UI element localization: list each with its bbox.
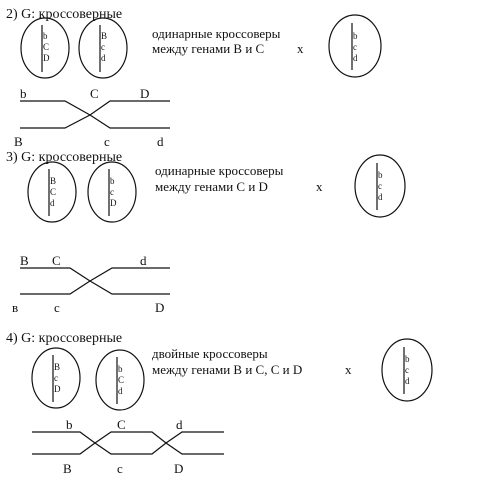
cell-outline <box>354 154 406 218</box>
section-3-parent-cell: b c d <box>354 154 406 218</box>
section-2-gamete-1: b C D <box>20 17 70 79</box>
gene-label: C <box>90 86 99 101</box>
allele: b <box>118 364 123 374</box>
section-3-cross-sign: x <box>316 179 323 194</box>
section-4-crossover: b C d B c D <box>32 417 224 476</box>
allele: b <box>110 176 115 186</box>
allele: B <box>54 362 60 372</box>
gene-label: b <box>20 86 27 101</box>
gene-label: d <box>157 134 164 149</box>
section-2-desc-line2: между генами B и C <box>152 41 264 56</box>
gene-label: D <box>174 461 183 476</box>
allele: c <box>54 373 58 383</box>
section-2-crossover: b C D B c d <box>14 86 170 149</box>
allele: b <box>353 31 358 41</box>
allele: D <box>54 384 61 394</box>
gene-label: c <box>54 300 60 315</box>
section-3-gamete-2: b c D <box>87 161 137 223</box>
allele: b <box>43 31 48 41</box>
allele: c <box>378 181 382 191</box>
allele: d <box>118 386 123 396</box>
gene-label: B <box>63 461 72 476</box>
allele: D <box>43 53 50 63</box>
allele: c <box>353 42 357 52</box>
chromatid-line <box>20 267 170 295</box>
section-3-desc-line1: одинарные кроссоверы <box>155 163 284 178</box>
cell-outline <box>31 347 81 409</box>
allele: C <box>118 375 124 385</box>
section-4-desc-line2: между генами B и C, C и D <box>152 362 302 377</box>
allele: c <box>405 365 409 375</box>
section-2-gamete-2: B c d <box>78 17 128 79</box>
allele: d <box>101 53 106 63</box>
allele: C <box>43 42 49 52</box>
allele: d <box>405 376 410 386</box>
section-4-parent-cell: b c d <box>381 338 433 402</box>
cell-outline <box>78 17 128 79</box>
gene-label: C <box>52 253 61 268</box>
allele: d <box>50 198 55 208</box>
section-4-gamete-2: b C d <box>95 349 145 411</box>
gene-label: B <box>14 134 23 149</box>
gene-label: B <box>20 253 29 268</box>
chromatid-line <box>32 431 224 455</box>
allele: B <box>50 176 56 186</box>
cell-outline <box>328 14 382 78</box>
gene-label: b <box>66 417 73 432</box>
gene-label: c <box>104 134 110 149</box>
cell-outline <box>95 349 145 411</box>
section-2: 2) G: кроссоверные одинарные кроссоверы … <box>6 7 382 149</box>
gene-label: в <box>12 300 18 315</box>
allele: d <box>378 192 383 202</box>
cell-outline <box>27 161 77 223</box>
section-3-gamete-1: B C d <box>27 161 77 223</box>
section-4-gamete-1: B c D <box>31 347 81 409</box>
allele: B <box>101 31 107 41</box>
allele: D <box>110 198 117 208</box>
gene-label: C <box>117 417 126 432</box>
section-3: 3) G: кроссоверные одинарные кроссоверы … <box>6 150 406 315</box>
chromatid-line <box>32 431 224 455</box>
chromatid-line <box>20 100 170 129</box>
section-2-cross-sign: x <box>297 41 304 56</box>
section-4-heading: 4) G: кроссоверные <box>6 331 122 346</box>
allele: C <box>50 187 56 197</box>
chromatid-line <box>20 267 170 295</box>
cell-outline <box>87 161 137 223</box>
section-3-crossover: B C d в c D <box>12 253 170 315</box>
allele: b <box>378 170 383 180</box>
section-4-cross-sign: x <box>345 362 352 377</box>
chromatid-line <box>20 100 170 129</box>
section-3-heading: 3) G: кроссоверные <box>6 150 122 165</box>
section-2-heading: 2) G: кроссоверные <box>6 7 122 22</box>
gene-label: d <box>140 253 147 268</box>
section-3-desc-line2: между генами C и D <box>155 179 268 194</box>
allele: b <box>405 354 410 364</box>
allele: c <box>101 42 105 52</box>
allele: c <box>110 187 114 197</box>
cell-outline <box>381 338 433 402</box>
gene-label: D <box>140 86 149 101</box>
allele: d <box>353 53 358 63</box>
section-4: 4) G: кроссоверные двойные кроссоверы ме… <box>6 331 433 476</box>
gene-label: c <box>117 461 123 476</box>
section-2-desc-line1: одинарные кроссоверы <box>152 26 281 41</box>
cell-outline <box>20 17 70 79</box>
section-2-parent-cell: b c d <box>328 14 382 78</box>
gene-label: D <box>155 300 164 315</box>
section-4-desc-line1: двойные кроссоверы <box>152 346 268 361</box>
gene-label: d <box>176 417 183 432</box>
